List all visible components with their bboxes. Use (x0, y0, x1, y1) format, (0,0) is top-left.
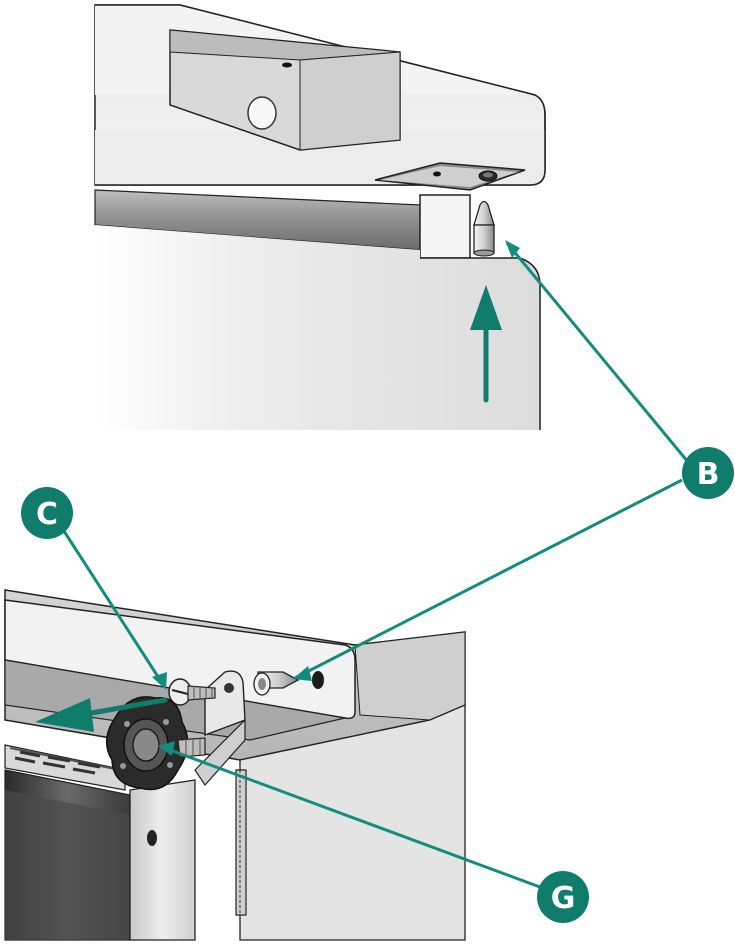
vent-grille (4, 744, 126, 791)
leader-lines (60, 242, 690, 892)
lift-arrow (470, 285, 502, 403)
hinge-pin-upper (473, 200, 495, 257)
door-side-panel (129, 779, 196, 941)
door-panel (95, 225, 540, 430)
leader-c (60, 527, 166, 687)
callout-c-label: C (36, 497, 58, 532)
callout-c: C (21, 487, 73, 539)
hinge-bracket (194, 670, 246, 786)
adjusting-knob-g (106, 696, 206, 791)
hinge-pin-lower (253, 671, 300, 696)
upper-view (94, 4, 546, 430)
pull-arrow (35, 697, 168, 732)
lower-view (4, 589, 466, 941)
housing-hole (282, 62, 292, 68)
leader-b-upper (505, 242, 690, 463)
leader-arrowheads (152, 240, 520, 756)
callout-g-label: G (551, 881, 576, 916)
callout-g: G (537, 871, 589, 923)
callout-b: B (682, 447, 734, 499)
leader-g (161, 745, 549, 892)
housing-round-recess (247, 96, 277, 130)
rail-hole (312, 671, 324, 689)
leader-b-lower (294, 478, 683, 680)
screw-c (168, 678, 216, 706)
callout-b-label: B (697, 457, 720, 492)
